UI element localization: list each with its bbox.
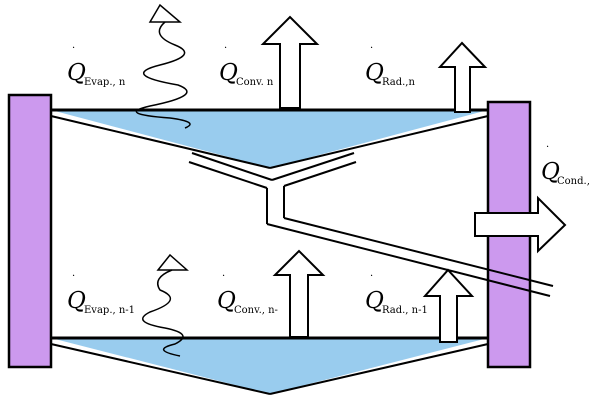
top-evap-sub: Evap., n [84, 77, 126, 88]
upper-basin-right-edge [269, 115, 489, 169]
top-rad-sub: Rad.,n [382, 77, 415, 88]
cond-q: Q [541, 159, 560, 185]
top-rad-dot: · [370, 43, 373, 54]
bottom-rad-dot: · [370, 271, 373, 282]
bottom-conv-dot: · [222, 271, 225, 282]
top-conv-q: Q [219, 60, 238, 86]
block-up-arrow-icon [422, 268, 475, 343]
evaporation-zigzag-arrow-icon [135, 3, 191, 129]
distillate-channel [188, 152, 554, 297]
block-right-arrow-icon [474, 195, 567, 254]
top-rad-q: Q [365, 60, 384, 86]
bottom-conv-sub: Conv., n- [234, 305, 278, 316]
top-conv-dot: · [224, 43, 227, 54]
bottom-evap-sub: Evap., n-1 [84, 305, 135, 316]
bottom-rad-q: Q [365, 288, 384, 314]
cond-sub: Cond., [557, 176, 590, 187]
block-up-arrow-icon [437, 41, 488, 113]
evaporation-zigzag-arrow-icon [141, 253, 189, 357]
lower-basin-left-edge [50, 343, 271, 395]
block-up-arrow-icon [260, 15, 320, 109]
left-wall [7, 93, 53, 369]
bottom-rad-sub: Rad., n-1 [382, 305, 428, 316]
lower-basin-water [51, 338, 488, 394]
top-evap-q: Q [67, 60, 86, 86]
bottom-evap-dot: · [72, 271, 75, 282]
cond-dot: · [546, 142, 549, 153]
top-evap-dot: · [72, 43, 75, 54]
block-up-arrow-icon [272, 249, 326, 338]
upper-basin-left-edge [50, 115, 271, 169]
upper-basin-water [51, 110, 488, 168]
lower-basin-right-edge [269, 343, 489, 395]
bottom-conv-q: Q [217, 288, 236, 314]
bottom-evap-q: Q [67, 288, 86, 314]
top-conv-sub: Conv. n [236, 77, 274, 88]
